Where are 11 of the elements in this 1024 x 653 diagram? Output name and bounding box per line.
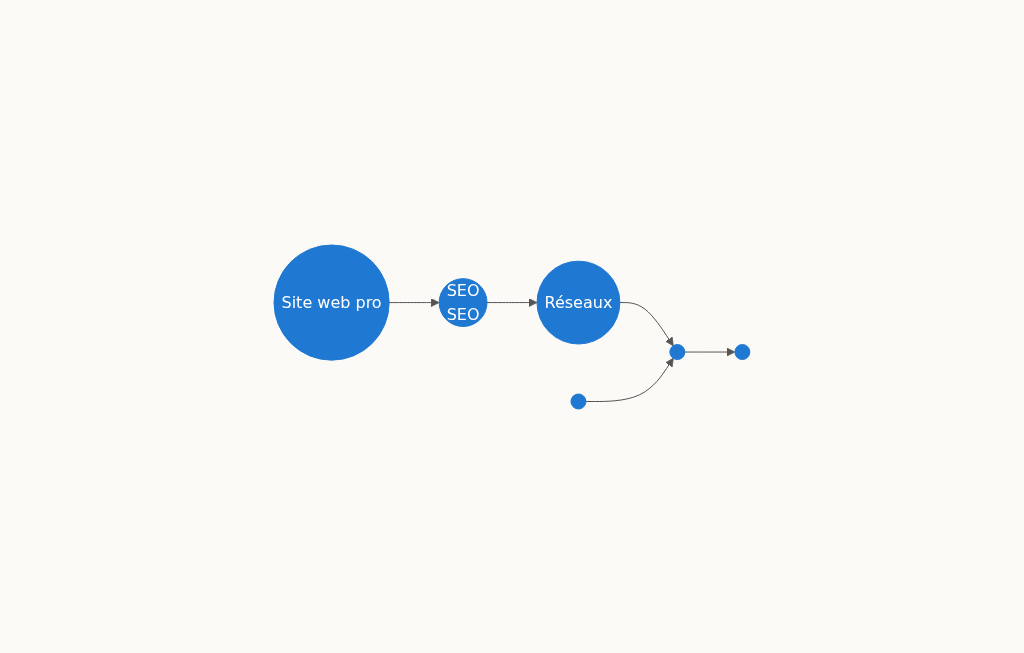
node-circle: SEO SEO <box>438 277 488 327</box>
arrow <box>684 347 736 356</box>
node-circle <box>734 343 751 360</box>
arrow <box>388 297 440 307</box>
arrow <box>486 297 538 307</box>
arrow <box>585 357 674 402</box>
node-circle <box>570 393 587 409</box>
arrow <box>619 301 674 346</box>
node-circle: Site web pro <box>273 244 390 361</box>
node-circle <box>669 343 686 360</box>
node-circle: Réseaux <box>536 260 621 344</box>
